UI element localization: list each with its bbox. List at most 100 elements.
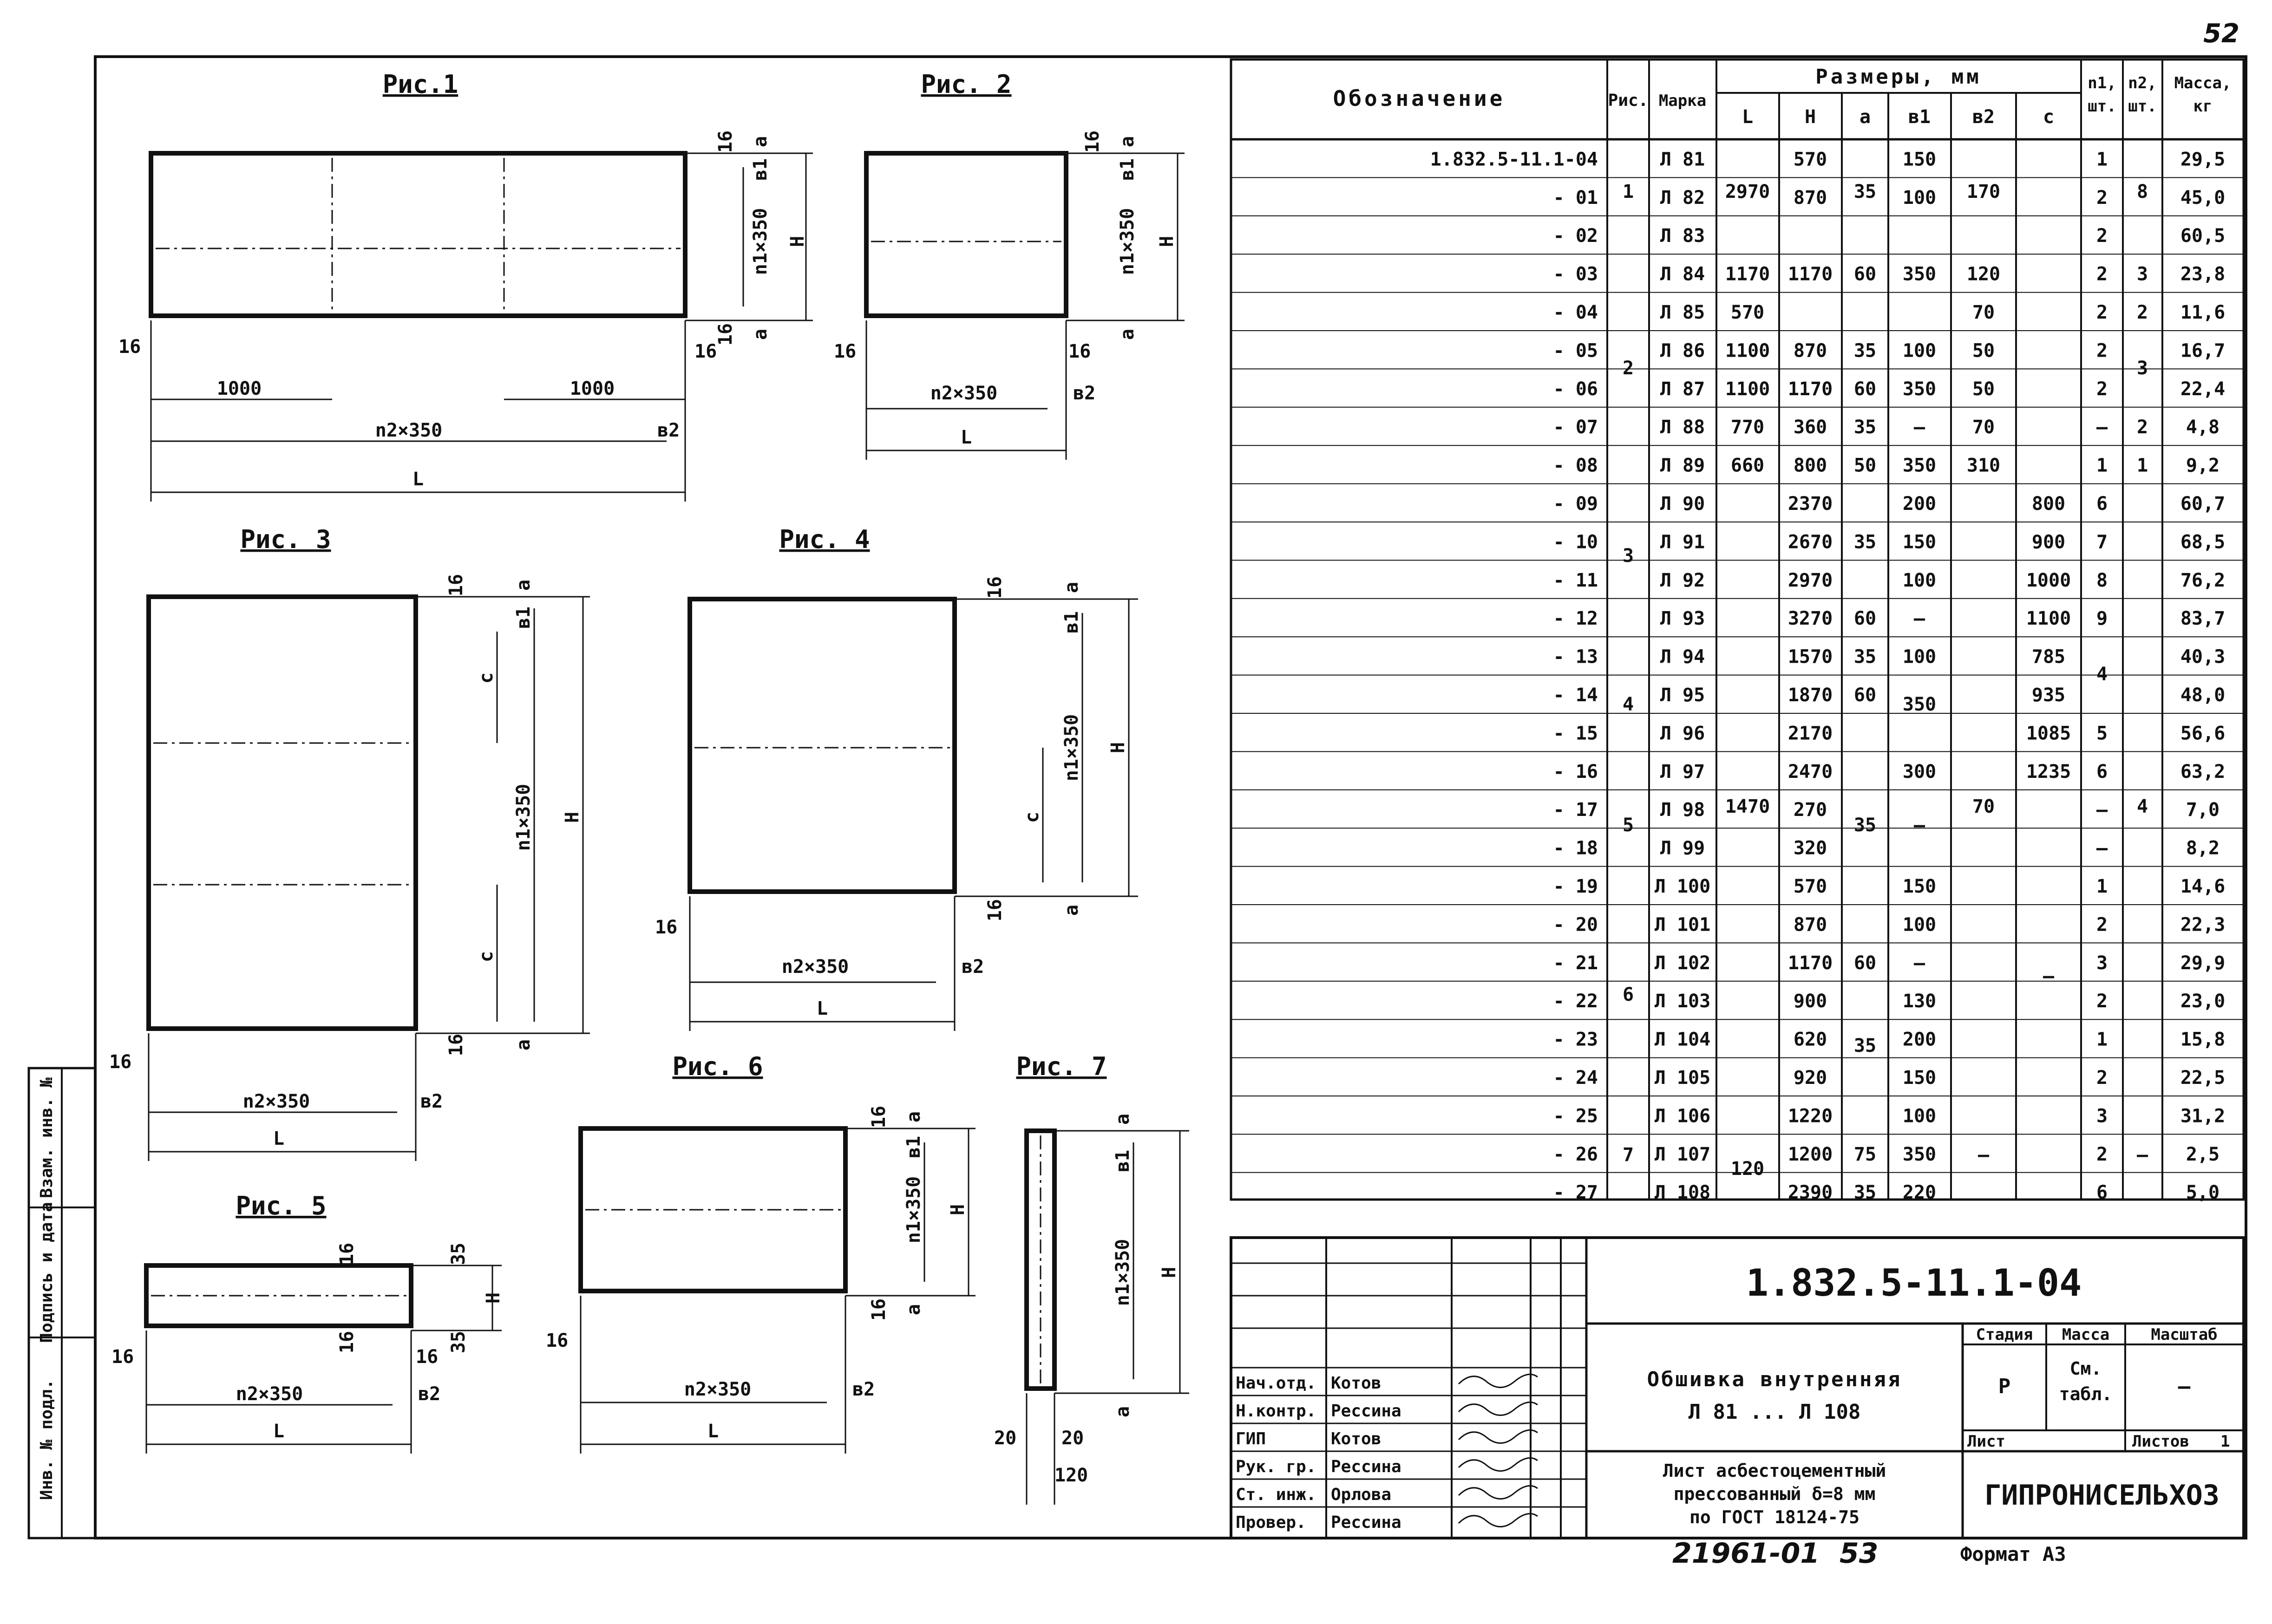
table-cell-n1: 2 [2096, 264, 2108, 285]
table-cell-H: 2370 [1788, 493, 1833, 515]
tb-organization: ГИПРОНИСЕЛЬХОЗ [1984, 1479, 2220, 1512]
fig4-dim-H: H [1107, 742, 1129, 753]
table-cell-des: - 20 [1553, 914, 1598, 935]
fig5-dim-16c: 16 [111, 1346, 134, 1368]
fig1-dim-16c: 16 [118, 336, 141, 358]
table-cell-mark: Л 100 [1655, 876, 1710, 897]
signature-name: Орлова [1331, 1485, 1391, 1504]
table-cell-H: 800 [1794, 455, 1827, 476]
fig1-dim-16b: 16 [715, 323, 736, 346]
handwritten-signature [1458, 1401, 1538, 1416]
merged-n2-2: 3 [2137, 358, 2148, 379]
fig7-dim-b1: в1 [1112, 1150, 1133, 1172]
table-cell-H: 2470 [1788, 761, 1833, 783]
fig7-dim-120: 120 [1054, 1465, 1088, 1486]
table-cell-b1: 150 [1903, 1067, 1936, 1089]
table-cell-c: 935 [2032, 685, 2065, 706]
fig6-dim-n1: n1×350 [903, 1176, 924, 1244]
table-cell-b1: — [1914, 952, 1925, 974]
table-cell-n1: 2 [2096, 1144, 2108, 1165]
fig2-dim-a2: a [1117, 329, 1138, 340]
table-cell-mass: 23,0 [2180, 991, 2225, 1012]
figure-4: Рис. 4 16 a в1 n1×350 H c 16 a 16 n2×350… [655, 525, 1138, 1031]
table-cell-mark: Л 84 [1660, 264, 1705, 285]
table-cell-L: 770 [1731, 417, 1764, 438]
fig1-dim-b2: в2 [657, 420, 680, 441]
table-cell-des: 1.832.5-11.1-04 [1430, 149, 1598, 170]
fig3-dim-L: L [273, 1128, 284, 1149]
tb-mass-value-2: табл. [2059, 1384, 2112, 1404]
th-b2: в2 [1972, 106, 1995, 128]
table-cell-a: 35 [1854, 1182, 1876, 1203]
table-cell-H: 920 [1794, 1067, 1827, 1089]
table-cell-H: 870 [1794, 187, 1827, 209]
table-cell-n1: 2 [2096, 340, 2108, 361]
handwritten-signature [1458, 1485, 1538, 1500]
table-cell-des: - 15 [1553, 723, 1598, 744]
table-cell-mass: 14,6 [2180, 876, 2225, 897]
fig3-dim-b2: в2 [420, 1091, 443, 1112]
table-cell-mark: Л 99 [1660, 838, 1705, 859]
merged-b2-1: 170 [1967, 181, 2000, 202]
merged-fig-7: 7 [1623, 1144, 1634, 1166]
tb-title-1: Обшивка внутренняя [1647, 1368, 1902, 1391]
table-cell-a: 60 [1854, 264, 1876, 285]
fig3-dim-n2: n2×350 [243, 1091, 310, 1112]
table-cell-des: - 02 [1553, 225, 1598, 247]
table-cell-H: 1220 [1788, 1105, 1833, 1127]
table-cell-b1: 100 [1903, 646, 1936, 668]
table-cell-n1: 6 [2096, 493, 2108, 515]
table-cell-H: 2670 [1788, 531, 1833, 553]
table-cell-mark: Л 85 [1660, 302, 1705, 323]
table-cell-b1: 200 [1903, 493, 1936, 515]
fig6-dim-n2: n2×350 [684, 1379, 752, 1400]
handwritten-signature [1458, 1513, 1538, 1527]
fig2-dim-b2: в2 [1073, 383, 1095, 404]
fig7-dim-20b: 20 [1061, 1428, 1084, 1449]
fig7-dim-a2: a [1112, 1406, 1133, 1417]
fig2-dim-n1: n1×350 [1117, 208, 1138, 275]
table-cell-mass: 23,8 [2180, 264, 2225, 285]
table-cell-c: 900 [2032, 531, 2065, 553]
merged-fig-5: 5 [1623, 815, 1634, 836]
table-cell-n1: 3 [2096, 1105, 2108, 1127]
merged-L-7: 120 [1731, 1158, 1764, 1180]
table-cell-mass: 60,7 [2180, 493, 2225, 515]
table-cell-mass: 22,3 [2180, 914, 2225, 935]
table-cell-b1: 100 [1903, 187, 1936, 209]
table-cell-H: 900 [1794, 991, 1827, 1012]
table-cell-mass: 29,9 [2180, 952, 2225, 974]
fig2-dim-16: 16 [1082, 130, 1103, 153]
merged-n2-7: — [2137, 1144, 2148, 1166]
table-cell-H: 570 [1794, 876, 1827, 897]
fig4-dim-16b: 16 [984, 899, 1006, 921]
fig6-dim-b1: в1 [903, 1136, 924, 1158]
tb-scale-value: — [2178, 1375, 2191, 1398]
figure-5-title: Рис. 5 [236, 1191, 326, 1220]
table-cell-des: - 01 [1553, 187, 1598, 209]
table-cell-mass: 11,6 [2180, 302, 2225, 323]
signature-role: Н.контр. [1236, 1402, 1316, 1421]
table-cell-b1: 100 [1903, 1105, 1936, 1127]
table-cell-des: - 03 [1553, 264, 1598, 285]
table-cell-mass: 4,8 [2186, 417, 2220, 438]
table-cell-mass: 8,2 [2186, 838, 2220, 859]
table-cell-n1: 9 [2096, 608, 2108, 629]
merged-fig-2: 2 [1623, 358, 1634, 379]
table-cell-mass: 7,0 [2186, 799, 2220, 821]
table-cell-a: 35 [1854, 646, 1876, 668]
fig3-dim-16: 16 [445, 574, 467, 596]
table-cell-L: 570 [1731, 302, 1764, 323]
table-cell-a: 60 [1854, 378, 1876, 400]
fig3-dim-a: a [513, 580, 534, 591]
signature-name: Рессина [1331, 1457, 1401, 1476]
fig4-dim-a2: a [1061, 905, 1082, 916]
figures: Рис.1 16 a в1 n1×350 H 16 a 16 1000 1000 [109, 70, 1189, 1505]
table-cell-b1: 100 [1903, 570, 1936, 591]
table-cell-des: - 17 [1553, 799, 1598, 821]
th-b1: в1 [1908, 106, 1931, 128]
fig2-dim-L: L [961, 427, 972, 448]
table-cell-n2: 3 [2137, 264, 2148, 285]
side-stamp-sign: Подпись и дата [37, 1202, 56, 1343]
tb-material-2: прессованный δ=8 мм [1674, 1484, 1876, 1504]
